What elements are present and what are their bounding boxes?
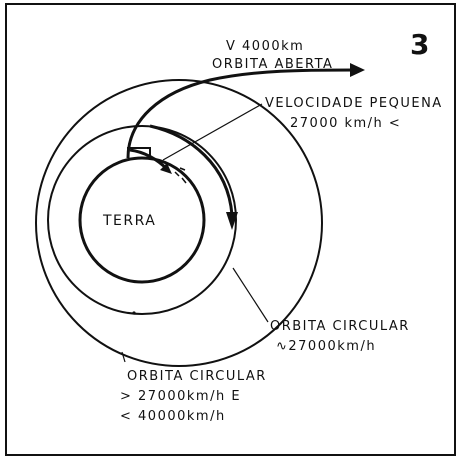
impact-marks xyxy=(174,167,187,184)
outer-orbit-line-2: < 40000km/h xyxy=(120,409,226,424)
figure-number: 3 xyxy=(410,28,429,61)
circular-orbit-arrowhead xyxy=(226,212,238,230)
circular-orbit-arrow-arc xyxy=(149,124,234,216)
circular-orbit-leader-line xyxy=(232,267,269,323)
earth-circle xyxy=(78,156,206,284)
orbit-marker-dot xyxy=(132,311,136,315)
circular-orbit-value: ∿27000km/h xyxy=(276,339,376,354)
low-speed-title: VELOCIDADE PEQUENA xyxy=(265,96,443,111)
launch-platform xyxy=(127,147,151,158)
low-speed-value: 27000 km/h < xyxy=(290,116,401,131)
low-speed-leader-line xyxy=(162,103,263,161)
circular-orbit-ring xyxy=(47,125,237,315)
outer-orbit-title: ORBITA CIRCULAR xyxy=(127,369,267,384)
earth-label: TERRA xyxy=(102,213,156,229)
figure-frame xyxy=(5,3,456,456)
open-orbit-speed-label: V 4000km xyxy=(226,39,304,54)
outer-orbit-ring xyxy=(35,79,323,367)
low-speed-arrowhead xyxy=(160,163,172,174)
open-orbit-arrowhead xyxy=(350,63,365,77)
outer-orbit-line-1: > 27000km/h E xyxy=(120,389,241,404)
open-orbit-trajectory xyxy=(126,68,356,159)
circular-orbit-title: ORBITA CIRCULAR xyxy=(270,319,410,334)
open-orbit-label: ORBITA ABERTA xyxy=(212,57,333,72)
outer-orbit-leader-line xyxy=(121,351,126,363)
